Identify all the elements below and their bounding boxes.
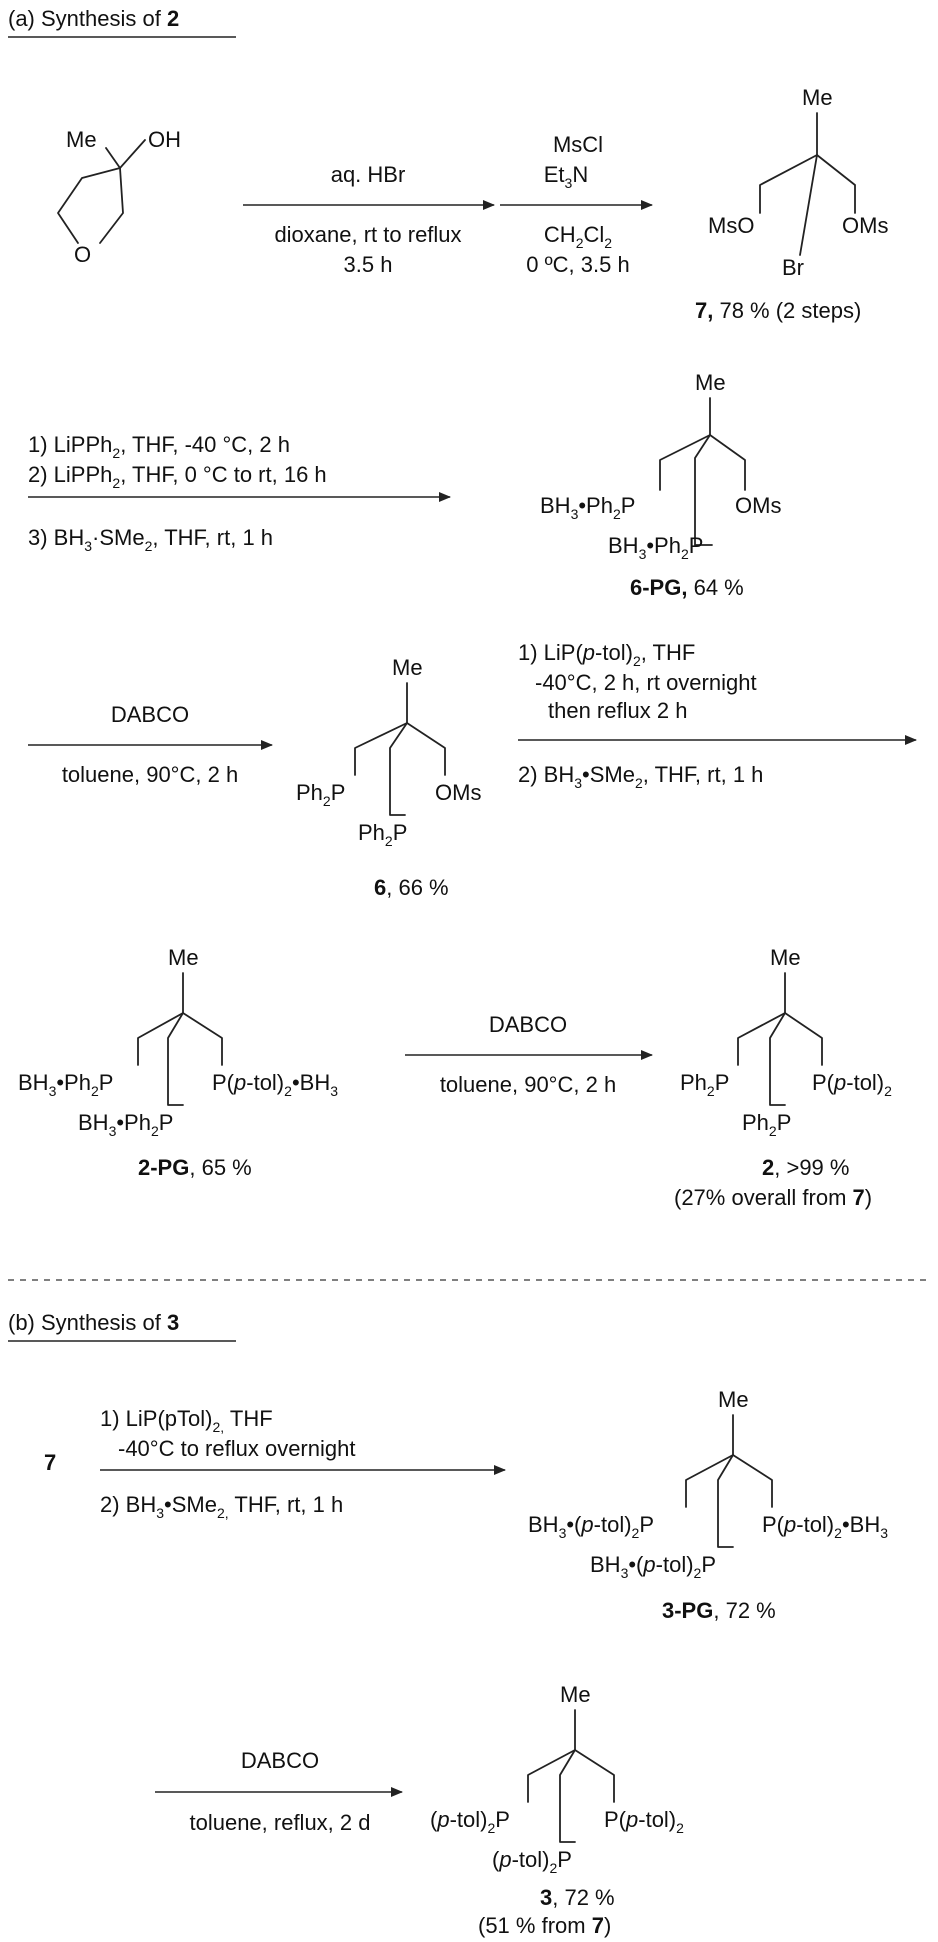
compound-2: Me Ph2P P(p-tol)2 Ph2P 2, >99 % (27% ove… bbox=[674, 945, 892, 1210]
step3-arrow: 1) LiPPh2, THF, -40 °C, 2 h 2) LiPPh2, T… bbox=[28, 432, 451, 554]
svg-text:7: 7 bbox=[44, 1450, 56, 1475]
svg-text:(b) Synthesis of 3: (b) Synthesis of 3 bbox=[8, 1310, 179, 1335]
svg-text:Me: Me bbox=[718, 1387, 749, 1412]
svg-text:aq. HBr: aq. HBr bbox=[331, 162, 406, 187]
svg-text:DABCO: DABCO bbox=[489, 1012, 567, 1037]
svg-text:Ph2P: Ph2P bbox=[742, 1110, 791, 1139]
compound-6-pg: Me BH3•Ph2P OMs BH3•Ph2P 6-PG, 64 % bbox=[540, 370, 781, 600]
compound-7: Me MsO OMs Br 7, 78 % (2 steps) bbox=[695, 85, 888, 323]
svg-text:BH3•Ph2P: BH3•Ph2P bbox=[78, 1110, 173, 1139]
compound-3-pg: Me BH3•(p-tol)2P P(p-tol)2•BH3 BH3•(p-to… bbox=[528, 1387, 888, 1623]
svg-text:6, 66 %: 6, 66 % bbox=[374, 875, 449, 900]
step4-arrow: DABCO toluene, 90°C, 2 h bbox=[28, 702, 273, 787]
svg-text:OMs: OMs bbox=[842, 213, 888, 238]
svg-text:BH3•Ph2P: BH3•Ph2P bbox=[608, 533, 703, 562]
svg-text:then reflux 2 h: then reflux 2 h bbox=[548, 698, 687, 723]
svg-text:BH3•Ph2P: BH3•Ph2P bbox=[540, 493, 635, 522]
svg-text:BH3•Ph2P: BH3•Ph2P bbox=[18, 1070, 113, 1099]
compound-2-pg: Me BH3•Ph2P P(p-tol)2•BH3 BH3•Ph2P 2-PG,… bbox=[18, 945, 338, 1180]
svg-text:O: O bbox=[74, 242, 91, 267]
svg-text:OMs: OMs bbox=[735, 493, 781, 518]
svg-text:2) BH3•SMe2, THF, rt, 1 h: 2) BH3•SMe2, THF, rt, 1 h bbox=[100, 1492, 343, 1521]
step2-arrow: MsCl Et3N CH2Cl2 0 ºC, 3.5 h bbox=[500, 132, 653, 277]
svg-text:2, >99 %: 2, >99 % bbox=[762, 1155, 849, 1180]
svg-text:Me: Me bbox=[560, 1682, 591, 1707]
svg-text:BH3•(p-tol)2P: BH3•(p-tol)2P bbox=[590, 1552, 716, 1581]
svg-text:3) BH3·SMe2, THF, rt, 1 h: 3) BH3·SMe2, THF, rt, 1 h bbox=[28, 525, 273, 554]
svg-text:7, 78 % (2 steps): 7, 78 % (2 steps) bbox=[695, 298, 861, 323]
svg-text:6-PG, 64 %: 6-PG, 64 % bbox=[630, 575, 744, 600]
step6-arrow: DABCO toluene, 90°C, 2 h bbox=[405, 1012, 653, 1097]
svg-text:Me: Me bbox=[168, 945, 199, 970]
svg-text:CH2Cl2: CH2Cl2 bbox=[544, 222, 612, 251]
svg-text:BH3•(p-tol)2P: BH3•(p-tol)2P bbox=[528, 1512, 654, 1541]
svg-text:Me: Me bbox=[392, 655, 423, 680]
svg-text:Me: Me bbox=[770, 945, 801, 970]
svg-text:-40°C to reflux overnight: -40°C to reflux overnight bbox=[118, 1436, 355, 1461]
svg-text:Me: Me bbox=[695, 370, 726, 395]
svg-text:(51 % from 7): (51 % from 7) bbox=[478, 1913, 611, 1938]
svg-text:Me: Me bbox=[802, 85, 833, 110]
svg-text:Me: Me bbox=[66, 127, 97, 152]
svg-text:MsO: MsO bbox=[708, 213, 754, 238]
svg-text:Ph2P: Ph2P bbox=[358, 820, 407, 849]
svg-text:1) LiP(p-tol)2, THF: 1) LiP(p-tol)2, THF bbox=[518, 640, 695, 669]
svg-text:Et3N: Et3N bbox=[544, 162, 588, 191]
svg-text:OH: OH bbox=[148, 127, 181, 152]
svg-text:Br: Br bbox=[782, 255, 804, 280]
svg-text:(p-tol)2P: (p-tol)2P bbox=[430, 1807, 510, 1836]
svg-text:DABCO: DABCO bbox=[111, 702, 189, 727]
svg-text:P(p-tol)2•BH3: P(p-tol)2•BH3 bbox=[762, 1512, 888, 1541]
svg-text:(p-tol)2P: (p-tol)2P bbox=[492, 1847, 572, 1876]
svg-text:0 ºC, 3.5 h: 0 ºC, 3.5 h bbox=[526, 252, 629, 277]
step1-arrow: aq. HBr dioxane, rt to reflux 3.5 h bbox=[243, 162, 495, 277]
svg-text:dioxane, rt to reflux: dioxane, rt to reflux bbox=[274, 222, 461, 247]
svg-text:toluene, reflux, 2 d: toluene, reflux, 2 d bbox=[189, 1810, 370, 1835]
svg-text:1) LiP(pTol)2, THF: 1) LiP(pTol)2, THF bbox=[100, 1406, 273, 1435]
svg-text:2) LiPPh2, THF, 0 °C to rt, 16: 2) LiPPh2, THF, 0 °C to rt, 16 h bbox=[28, 462, 327, 491]
section-a-header: (a) Synthesis of 2 bbox=[8, 6, 236, 38]
step8-arrow: DABCO toluene, reflux, 2 d bbox=[155, 1748, 403, 1835]
svg-text:3, 72 %: 3, 72 % bbox=[540, 1885, 615, 1910]
svg-text:P(p-tol)2•BH3: P(p-tol)2•BH3 bbox=[212, 1070, 338, 1099]
svg-text:2-PG, 65 %: 2-PG, 65 % bbox=[138, 1155, 252, 1180]
step7-arrow: 7 1) LiP(pTol)2, THF -40°C to reflux ove… bbox=[44, 1406, 506, 1521]
svg-text:3.5 h: 3.5 h bbox=[344, 252, 393, 277]
step5-arrow: 1) LiP(p-tol)2, THF -40°C, 2 h, rt overn… bbox=[518, 640, 917, 791]
svg-text:-40°C, 2 h, rt overnight: -40°C, 2 h, rt overnight bbox=[535, 670, 757, 695]
svg-text:toluene, 90°C, 2 h: toluene, 90°C, 2 h bbox=[440, 1072, 616, 1097]
svg-text:2) BH3•SMe2, THF, rt, 1 h: 2) BH3•SMe2, THF, rt, 1 h bbox=[518, 762, 763, 791]
svg-text:P(p-tol)2: P(p-tol)2 bbox=[604, 1807, 684, 1836]
svg-text:DABCO: DABCO bbox=[241, 1748, 319, 1773]
svg-text:P(p-tol)2: P(p-tol)2 bbox=[812, 1070, 892, 1099]
svg-text:OMs: OMs bbox=[435, 780, 481, 805]
compound-3: Me (p-tol)2P P(p-tol)2 (p-tol)2P 3, 72 %… bbox=[430, 1682, 684, 1938]
svg-text:(27% overall from 7): (27% overall from 7) bbox=[674, 1185, 872, 1210]
svg-text:MsCl: MsCl bbox=[553, 132, 603, 157]
svg-text:toluene, 90°C, 2 h: toluene, 90°C, 2 h bbox=[62, 762, 238, 787]
svg-text:Ph2P: Ph2P bbox=[680, 1070, 729, 1099]
oxetane-starting-material: Me OH O bbox=[57, 127, 181, 267]
svg-text:3-PG, 72 %: 3-PG, 72 % bbox=[662, 1598, 776, 1623]
section-b-header: (b) Synthesis of 3 bbox=[8, 1310, 236, 1342]
svg-text:1) LiPPh2, THF, -40 °C, 2 h: 1) LiPPh2, THF, -40 °C, 2 h bbox=[28, 432, 290, 461]
svg-text:(a) Synthesis of 2: (a) Synthesis of 2 bbox=[8, 6, 179, 31]
compound-6: Me Ph2P OMs Ph2P 6, 66 % bbox=[296, 655, 481, 900]
svg-text:Ph2P: Ph2P bbox=[296, 780, 345, 809]
et-label: Et bbox=[544, 162, 565, 187]
